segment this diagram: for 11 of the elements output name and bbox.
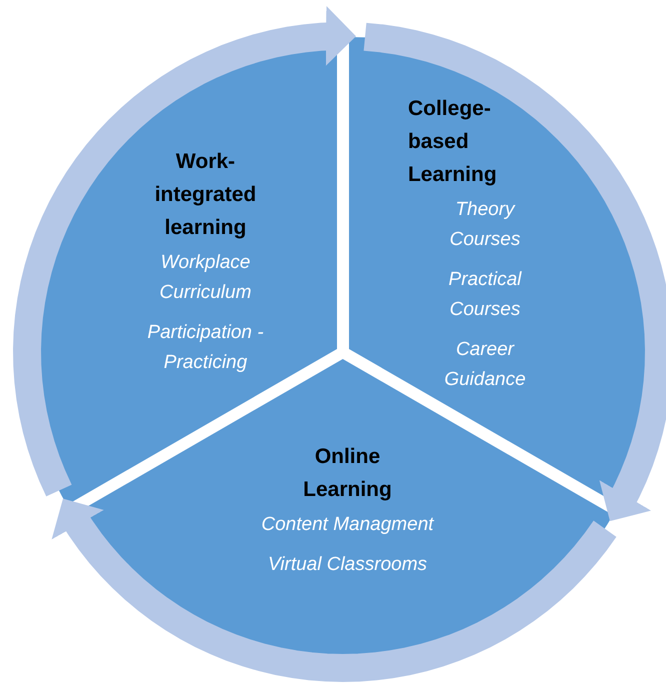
- sector-heading: Online Learning: [302, 444, 393, 503]
- sector-item: Workplace Curriculum: [158, 251, 252, 305]
- cycle-arrow: [13, 6, 356, 496]
- sector-heading: College-based Learning: [408, 96, 498, 188]
- sector-item: Career Guidance: [443, 338, 527, 392]
- sector-heading: Work-integrated learning: [154, 149, 258, 241]
- sector-item: Practical Courses: [448, 268, 523, 322]
- sector-item: Content Managment: [260, 513, 436, 537]
- sector-item: Theory Courses: [448, 198, 522, 252]
- sector-item: Participation - Practicing: [146, 321, 265, 375]
- sector-item: Virtual Classrooms: [266, 553, 428, 577]
